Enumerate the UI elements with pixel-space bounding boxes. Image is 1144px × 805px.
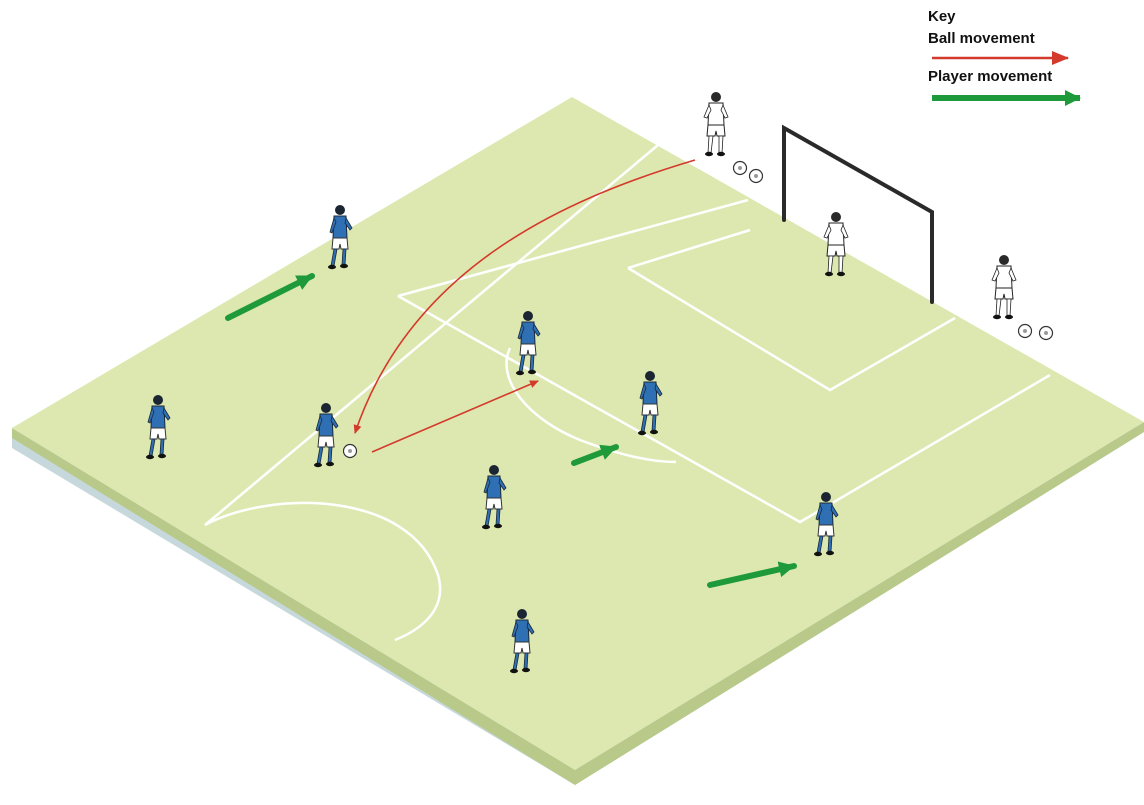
penalty-arc [505,347,677,464]
key-ball-movement-label: Ball movement [928,30,1035,47]
player-figure-icon [991,254,1017,320]
key-legend: Key Ball movement Player movement [928,8,1128,108]
football-icon [1017,323,1033,339]
goal-area [627,228,956,392]
ball-movement-arrow-icon [932,51,1069,65]
ball-pass-long [353,159,696,434]
center-circle [204,501,442,642]
football-icon [732,160,748,176]
goal-frame-icon [782,124,934,304]
football-icon [342,443,358,459]
halfway-line [204,144,659,526]
player-run-left [225,273,315,321]
football-icon [748,168,764,184]
key-title: Key [928,8,956,25]
key-player-movement-label: Player movement [928,68,1053,85]
player-figure-icon [703,91,729,157]
player-run-right [707,561,797,588]
ball-pass-short [371,380,539,453]
pitch [12,97,1144,770]
football-icon [1038,325,1054,341]
player-run-middle [571,444,619,466]
player-movement-arrow-icon [932,90,1081,106]
